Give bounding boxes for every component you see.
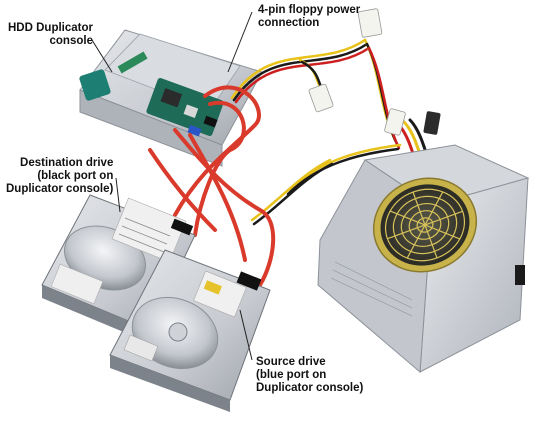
leader-lines [91,11,253,361]
destination-leader-line [115,177,121,213]
floppy-leader-line [227,11,253,73]
sata-cable [148,85,276,287]
power-supply-unit [317,144,530,374]
floppy-power-connector [308,8,441,136]
console-label: HDD Duplicator console [8,22,93,47]
console-black-port [203,115,218,128]
source-drive [109,249,271,412]
source-drive-label-text: Source drive (blue port on Duplicator co… [256,356,364,394]
destination-drive [41,194,196,343]
destination-drive-label-text: Destination drive (black port on Duplica… [6,157,114,195]
console-leader-line [91,39,113,73]
destination-drive-label [111,197,187,263]
console-front-panel [79,69,111,101]
source-leader-line [239,309,253,361]
duplicator-console [79,29,263,167]
floppy-power-label: 4-pin floppy power connection [258,4,361,29]
power-wire-bundle [230,38,432,226]
